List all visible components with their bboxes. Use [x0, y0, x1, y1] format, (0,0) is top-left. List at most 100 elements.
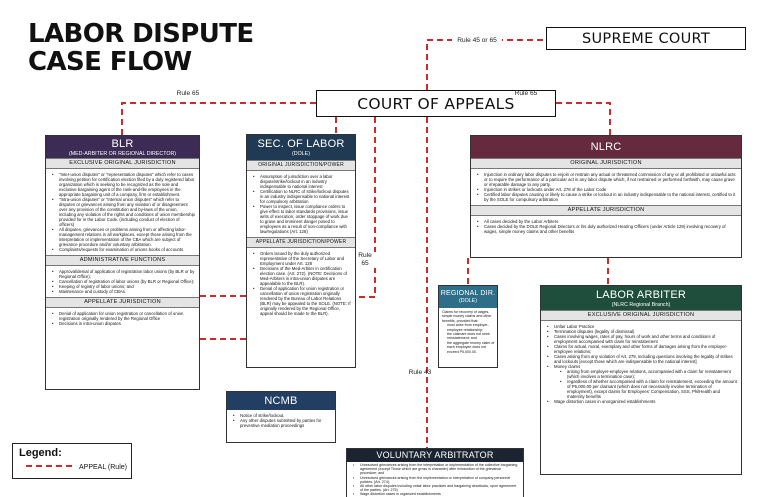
ncmb-title: NCMB	[264, 394, 298, 407]
rule-label-sc: Rule 45 or 65	[452, 37, 502, 45]
list-item: Keeping of registry of labor unions; and	[52, 284, 195, 289]
nlrc-appellate-list: All cases decided by the Labor Arbiters …	[471, 216, 741, 237]
sec-labor-box: SEC. OF LABOR (DOLE) ORIGINAL JURISDICTI…	[246, 134, 356, 368]
legend-title: Legend:	[19, 447, 62, 459]
appeal-line-ca-to-sc	[426, 39, 546, 90]
legend-appeal-label: APPEAL (Rule)	[79, 464, 127, 471]
regional-dir-condition: the aggregate money claim of each employ…	[447, 340, 495, 354]
voluntary-arbitrator-list: Unresolved grievances arising from the i…	[347, 462, 523, 497]
list-item: Orders issued by the duly authorized rep…	[253, 251, 351, 266]
list-item: Denial of application for union registra…	[253, 286, 351, 316]
list-item: Termination disputes (legality of dismis…	[547, 329, 737, 334]
labor-arbiter-box: LABOR ARBITER (NLRC Regional Branch) EXC…	[540, 285, 742, 475]
rule-label-right: Rule 65	[514, 90, 538, 97]
ncmb-header: NCMB	[227, 392, 335, 410]
list-item: Complaints/requests for examination of u…	[52, 247, 195, 252]
list-item: All other labor disputes including unfai…	[353, 484, 519, 492]
court-of-appeals-box: COURT OF APPEALS	[316, 90, 556, 117]
sec-labor-section-heading: ORIGINAL JURISDICTION/POWER	[247, 160, 355, 171]
list-item: Unresolved grievances arising from the i…	[353, 476, 519, 484]
blr-admin-list: Approval/denial of application of regist…	[46, 266, 199, 297]
nlrc-box: NLRC ORIGINAL JURISDICTION Injunction in…	[470, 135, 742, 258]
title-line-1: LABOR DISPUTE	[28, 19, 254, 49]
court-of-appeals-label: COURT OF APPEALS	[357, 94, 515, 113]
rule-label-middle: Rule 65	[354, 252, 376, 268]
regional-dir-condition: must arise from employer-employee relati…	[447, 323, 489, 332]
ncmb-box: NCMB Notice of strike/lockout, Any other…	[226, 391, 336, 443]
list-item: Cases involving wages, rates of pay, hou…	[547, 334, 737, 344]
labor-arbiter-list: Unfair Labor Practice Termination disput…	[541, 321, 741, 407]
list-item: Approval/denial of application of regist…	[52, 269, 195, 279]
regional-dir-box: REGIONAL DIR. (DOLE) Claims for recovery…	[438, 285, 498, 368]
regional-dir-header: REGIONAL DIR. (DOLE)	[439, 286, 497, 308]
list-item: Money claims	[547, 364, 737, 369]
nlrc-original-list: Injunction in ordinary labor disputes to…	[471, 169, 741, 205]
ncmb-list: Notice of strike/lockout, Any other disp…	[227, 410, 335, 431]
list-item: "Intra-union disputes" or "internal unio…	[52, 197, 195, 227]
blr-subtitle: (MED-ARBITER OR REGIONAL DIRECTOR)	[68, 151, 177, 157]
list-item: Maintenance and custody of CBAs.	[52, 289, 195, 294]
page-title: LABOR DISPUTE CASE FLOW	[28, 20, 254, 76]
list-item: Assumption of jurisdiction over a labor …	[253, 174, 351, 189]
list-item: Unfair Labor Practice	[547, 324, 737, 329]
blr-header: BLR (MED-ARBITER OR REGIONAL DIRECTOR)	[46, 136, 199, 158]
legend-box: Legend: APPEAL (Rule)	[12, 443, 132, 479]
list-sub-item: regardless of whether accompanied with a…	[547, 379, 737, 399]
labor-arbiter-section-heading: EXCLUSIVE ORIGINAL JURISDICTION	[541, 310, 741, 321]
list-item: All disputes, grievances or problems ari…	[52, 227, 195, 247]
sec-labor-header: SEC. OF LABOR (DOLE)	[247, 135, 355, 160]
list-item: Cases decided by the DOLE Regional Direc…	[477, 224, 737, 234]
regional-dir-title: REGIONAL DIR.	[440, 290, 496, 297]
sec-labor-section-heading: APPELLATE JURISDICTION/POWER	[247, 237, 355, 248]
list-item: Wage distortion cases in organized estab…	[353, 492, 519, 496]
title-line-2: CASE FLOW	[28, 47, 192, 77]
rule-label-va: Rule 43	[408, 369, 432, 376]
sec-labor-appellate-list: Orders issued by the duly authorized rep…	[247, 248, 355, 319]
list-item: "Inter-union disputes" or "representatio…	[52, 172, 195, 197]
nlrc-section-heading: ORIGINAL JURISDICTION	[471, 158, 741, 169]
list-item: Unresolved grievances arising from the i…	[353, 463, 519, 476]
voluntary-arbitrator-header: VOLUNTARY ARBITRATOR	[347, 449, 523, 462]
blr-section-heading: APPELLATE JURISDICTION	[46, 297, 199, 308]
list-item: Notice of strike/lockout,	[233, 413, 331, 418]
supreme-court-label: SUPREME COURT	[581, 30, 710, 47]
labor-arbiter-subtitle: (NLRC Regional Branch)	[611, 302, 671, 308]
nlrc-header: NLRC	[471, 136, 741, 158]
appeal-line-blr-to-ca	[121, 102, 316, 135]
sec-labor-title: SEC. OF LABOR	[257, 138, 345, 150]
list-item: Decisions of the Med-Arbiter in certific…	[253, 266, 351, 286]
list-item: All cases decided by the Labor Arbiters	[477, 219, 737, 224]
labor-arbiter-header: LABOR ARBITER (NLRC Regional Branch)	[541, 286, 741, 310]
regional-dir-intro: Claims for recovery of wages, simple mon…	[442, 310, 492, 323]
appeal-line-nlrc-to-ca	[556, 102, 611, 135]
blr-appellate-list: Denial of application for union registra…	[46, 308, 199, 329]
list-item: Wage distortion cases in unorganized est…	[547, 399, 737, 404]
list-item: Cancellation of registration of labor un…	[52, 279, 195, 284]
list-item: Claims for actual, moral, exemplary and …	[547, 344, 737, 354]
nlrc-section-heading: APPELLATE JURISDICTION	[471, 205, 741, 216]
list-item: Power to inspect, issue compliance order…	[253, 204, 351, 234]
voluntary-arbitrator-title: VOLUNTARY ARBITRATOR	[376, 450, 494, 460]
supreme-court-box: SUPREME COURT	[546, 27, 746, 50]
list-item: Decisions in intra-union disputes	[52, 321, 195, 326]
list-item: Certified labor disputes causing or like…	[477, 192, 737, 202]
regional-dir-text: Claims for recovery of wages, simple mon…	[439, 308, 497, 356]
blr-title: BLR	[111, 138, 134, 150]
sec-labor-original-list: Assumption of jurisdiction over a labor …	[247, 171, 355, 237]
regional-dir-condition: the claimant does not seek reinstatement…	[447, 332, 490, 341]
list-item: Injunction in ordinary labor disputes to…	[477, 172, 737, 187]
list-item: Certification to NLRC of strike/lockout …	[253, 189, 351, 204]
list-item: Denial of application for union registra…	[52, 311, 195, 321]
sec-labor-subtitle: (DOLE)	[292, 151, 310, 157]
rule-label-left: Rule 65	[176, 90, 200, 97]
list-item: Cases arising from any violation of Art.…	[547, 354, 737, 364]
list-item: Any other disputes submitted by parties …	[233, 418, 331, 428]
regional-dir-subtitle: (DOLE)	[459, 298, 477, 304]
list-item: Injunction in strikes or lockouts under …	[477, 187, 737, 192]
list-sub-item: arising from employer-employee relations…	[547, 369, 737, 379]
voluntary-arbitrator-box: VOLUNTARY ARBITRATOR Unresolved grievanc…	[346, 448, 524, 497]
blr-section-heading: ADMINISTRATIVE FUNCTIONS	[46, 255, 199, 266]
labor-arbiter-title: LABOR ARBITER	[595, 289, 686, 301]
blr-box: BLR (MED-ARBITER OR REGIONAL DIRECTOR) E…	[45, 135, 200, 390]
